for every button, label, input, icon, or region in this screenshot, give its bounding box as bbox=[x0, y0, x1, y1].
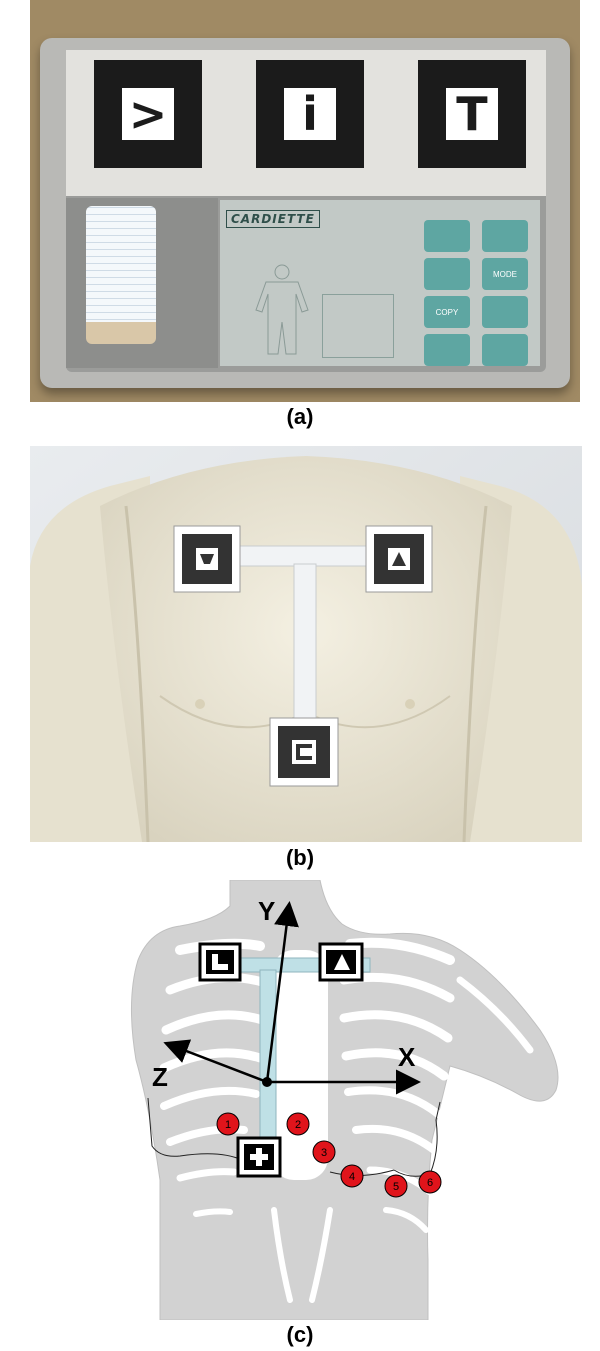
marker-triangle bbox=[318, 942, 364, 982]
coordinate-axes bbox=[163, 901, 421, 1095]
key-copy[interactable]: COPY bbox=[424, 296, 470, 328]
electrode-points: 1 2 3 4 5 6 bbox=[216, 1112, 442, 1198]
electrode-5 bbox=[384, 1174, 408, 1198]
z-axis-label: Z bbox=[152, 1062, 168, 1092]
origin-point bbox=[262, 1077, 272, 1087]
coordinate-diagram: Y X Z 1 2 3 4 5 6 bbox=[30, 879, 582, 1321]
electrode-6-label: 6 bbox=[427, 1177, 433, 1189]
marker-right bbox=[365, 525, 433, 593]
electrode-2 bbox=[286, 1112, 310, 1136]
electrode-1-label: 1 bbox=[225, 1119, 231, 1131]
device-photo: > i T CARDIETTE MODE COPY bbox=[30, 0, 580, 402]
key-start[interactable] bbox=[482, 334, 528, 366]
torso-silhouette bbox=[130, 879, 559, 1321]
key-6[interactable] bbox=[482, 296, 528, 328]
marker-tile-i: i bbox=[256, 60, 364, 168]
marker-tile-t: T bbox=[418, 60, 526, 168]
marker-tile-arrow: > bbox=[94, 60, 202, 168]
panel-b-label: (b) bbox=[285, 845, 315, 870]
key-2[interactable] bbox=[482, 220, 528, 252]
mannequin-photo bbox=[30, 446, 582, 842]
electrode-6 bbox=[418, 1170, 442, 1194]
paper-roll bbox=[86, 206, 156, 340]
brand-label: CARDIETTE bbox=[226, 210, 320, 228]
panel-a-label: (a) bbox=[286, 404, 314, 429]
key-3[interactable] bbox=[424, 258, 470, 290]
electrode-4-label: 4 bbox=[349, 1171, 355, 1183]
panel-c-label: (c) bbox=[286, 1322, 314, 1347]
y-axis-label: Y bbox=[258, 896, 275, 926]
electrode-2-label: 2 bbox=[295, 1119, 301, 1131]
tbar-vertical bbox=[293, 563, 317, 735]
y-axis bbox=[265, 901, 299, 1083]
marker-glyph: T bbox=[456, 87, 488, 141]
electrode-3 bbox=[312, 1140, 336, 1164]
z-axis bbox=[163, 1039, 268, 1084]
arm-seam-left bbox=[124, 505, 150, 842]
electrode-5-label: 5 bbox=[393, 1181, 399, 1193]
sternum bbox=[272, 950, 328, 1180]
electrode-4 bbox=[340, 1164, 364, 1188]
mannequin-illustration bbox=[30, 446, 582, 842]
marker-glyph: > bbox=[128, 87, 168, 141]
body-outline-icon bbox=[255, 264, 309, 355]
nipple-left bbox=[195, 699, 205, 709]
marker-bottom bbox=[269, 717, 339, 787]
marker-plus bbox=[236, 1136, 282, 1178]
marker-left bbox=[173, 525, 241, 593]
arm-seam-right bbox=[462, 505, 488, 842]
key-1[interactable] bbox=[424, 220, 470, 252]
torso-diagram: Y X Z 1 2 3 4 5 6 bbox=[130, 879, 559, 1321]
nipple-right bbox=[405, 699, 415, 709]
electrode-1 bbox=[216, 1112, 240, 1136]
mode-list bbox=[322, 294, 394, 358]
marker-l bbox=[198, 942, 242, 982]
paper-core bbox=[86, 322, 156, 344]
x-axis-label: X bbox=[398, 1042, 416, 1072]
electrode-3-label: 3 bbox=[321, 1147, 327, 1159]
key-stop[interactable] bbox=[424, 334, 470, 366]
key-mode[interactable]: MODE bbox=[482, 258, 528, 290]
marker-glyph: i bbox=[302, 87, 318, 141]
